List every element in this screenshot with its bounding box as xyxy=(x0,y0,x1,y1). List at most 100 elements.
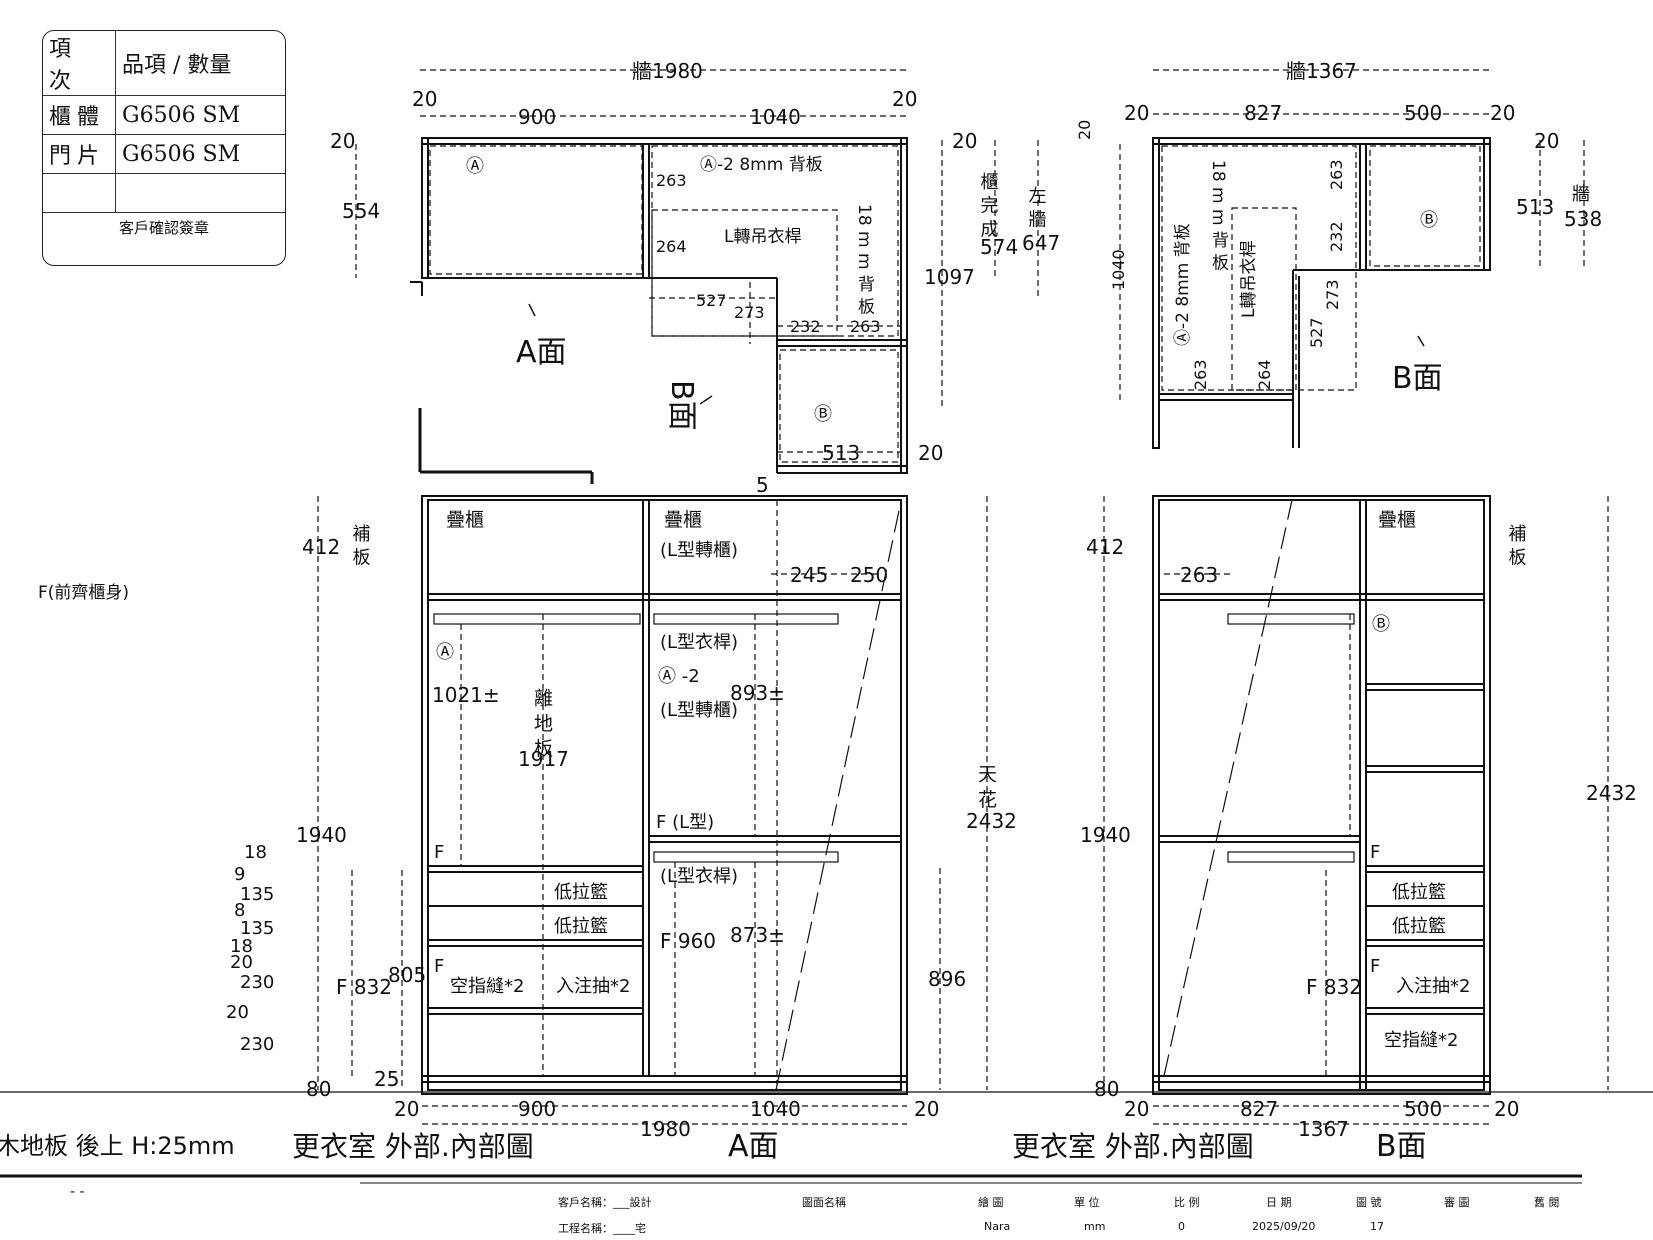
legend-confirm: 客戶確認簽章 xyxy=(118,219,209,237)
small-dim: 20 xyxy=(226,1002,249,1023)
plan-a-label-a: Ⓐ xyxy=(466,156,484,177)
plan-a-top-gap: 20 xyxy=(330,129,355,153)
elev-b-f832: F 832 xyxy=(1306,975,1362,999)
plan-b-d273: 273 xyxy=(1323,279,1342,310)
small-dim: 20 xyxy=(230,952,253,973)
plan-a-w900: 900 xyxy=(518,105,556,129)
plan-a-d5: 5 xyxy=(756,473,769,497)
small-dim: 9 xyxy=(234,864,245,885)
small-dim: 18 xyxy=(230,936,253,957)
elev-a-drawer-b: 入注抽*2 xyxy=(556,976,630,997)
plan-a-face-b: B面 xyxy=(664,380,699,431)
plan-b-wall: 牆1367 xyxy=(1286,59,1357,83)
legend-val xyxy=(115,173,285,213)
footer-unit-lbl: 單 位 xyxy=(1074,1196,1100,1209)
plan-a-leftwall-val: 647 xyxy=(1022,231,1060,255)
plan-b-face-b: B面 xyxy=(1392,361,1443,396)
elev-a-f832: F 832 xyxy=(336,975,392,999)
elev-a-d2432: 2432 xyxy=(966,809,1017,833)
plan-b-wall538: 538 xyxy=(1564,207,1602,231)
plan-a-d232: 232 xyxy=(790,317,821,336)
elev-a-d805: 805 xyxy=(388,963,426,987)
plan-b xyxy=(1119,69,1585,449)
legend-val: G6506 SM xyxy=(115,95,285,135)
elev-a-d80: 80 xyxy=(306,1077,331,1101)
footer-scale-val: 0 xyxy=(1178,1220,1185,1233)
elev-a-basket2: 低拉籃 xyxy=(554,916,608,937)
elev-a-h1940: 1940 xyxy=(296,823,347,847)
elevation-b xyxy=(1103,495,1609,1125)
small-dim: 8 xyxy=(234,900,245,921)
elev-a-face: A面 xyxy=(728,1129,779,1164)
plan-a-left-gap: 20 xyxy=(412,87,437,111)
elev-a-d1021: 1021± xyxy=(432,683,500,707)
legend-header-item: 項 次 xyxy=(43,31,116,96)
elev-b-b500: 500 xyxy=(1404,1097,1442,1121)
plan-a-panel: Ⓐ-2 8mm 背板 xyxy=(700,155,823,175)
elev-b-drawer: 入注抽*2 xyxy=(1396,976,1470,997)
plan-b-g20b: 20 xyxy=(1490,101,1515,125)
elev-b-h1940: 1940 xyxy=(1080,823,1131,847)
elev-a-small-dims: 18 9 135 8 135 18 20 230 20 230 xyxy=(226,842,274,1055)
mark-note: - - xyxy=(70,1184,85,1200)
elev-a-d1917: 1917 xyxy=(518,747,569,771)
plan-a-face-a: A面 xyxy=(516,335,567,370)
elev-b-d80: 80 xyxy=(1094,1077,1119,1101)
legend-key xyxy=(43,173,116,213)
plan-b-d263b: 263 xyxy=(1191,359,1210,390)
elev-a-b1040: 1040 xyxy=(750,1097,801,1121)
elev-a-basket1: 低拉籃 xyxy=(554,882,608,903)
small-dim: 135 xyxy=(240,918,274,939)
plan-b-r20: 20 xyxy=(1534,129,1559,153)
footer-drawer-val: Nara xyxy=(984,1220,1011,1233)
plan-a-d513: 513 xyxy=(822,441,860,465)
plan-a xyxy=(355,69,1039,484)
title-block: 客戶名稱：___設計 工程名稱：____宅 圖面名稱 繪 圖 Nara 單 位 … xyxy=(540,1186,1640,1240)
plan-b-label-b: Ⓑ xyxy=(1420,210,1438,231)
elev-b-d263: 263 xyxy=(1180,563,1218,587)
plan-b-top20: 20 xyxy=(1075,120,1094,140)
elev-b-title: 更衣室 外部.內部圖 xyxy=(1012,1130,1254,1163)
elev-a-d25: 25 xyxy=(374,1067,399,1091)
elev-a-d250: 250 xyxy=(850,563,888,587)
plan-b-wall-lbl: 牆 xyxy=(1572,184,1590,205)
elev-b-fold: 疊櫃 xyxy=(1378,509,1416,531)
legend-table: 項 次 品項 / 數量 櫃體 G6506 SM 門片 G6506 SM 客戶確認… xyxy=(42,30,286,266)
elev-a-d896: 896 xyxy=(928,967,966,991)
plan-a-wall: 牆1980 xyxy=(632,59,703,83)
elev-a-b20a: 20 xyxy=(394,1097,419,1121)
elev-a-floor: 離 地 板 xyxy=(531,688,553,757)
elev-a-title: 更衣室 外部.內部圖 xyxy=(292,1130,534,1163)
plan-b-back18: 18 m m 背 板 xyxy=(1208,160,1229,270)
legend-key: 櫃體 xyxy=(43,95,116,135)
footer-unit-val: mm xyxy=(1084,1220,1106,1233)
elev-a-f2: F xyxy=(434,956,444,977)
elev-b-b20a: 20 xyxy=(1124,1097,1149,1121)
plan-a-rod: L轉吊衣桿 xyxy=(724,227,801,247)
elev-a-rod2: (L型衣桿) xyxy=(660,866,738,887)
plan-a-d264: 264 xyxy=(656,237,687,256)
front-note: F(前齊櫃身) xyxy=(38,583,129,603)
elev-a-h412: 412 xyxy=(302,535,340,559)
legend-header-qty: 品項 / 數量 xyxy=(115,31,285,96)
elev-a-d245: 245 xyxy=(790,563,828,587)
elev-a-filler: 補 板 xyxy=(350,524,371,566)
footer-date-lbl: 日 期 xyxy=(1266,1196,1292,1209)
legend-key: 門片 xyxy=(43,134,116,174)
plan-a-d263: 263 xyxy=(656,171,687,190)
plan-b-rod: L轉吊衣桿 xyxy=(1239,241,1259,318)
elev-b-b827: 827 xyxy=(1240,1097,1278,1121)
footer-drawing: 圖面名稱 xyxy=(802,1196,846,1209)
plan-b-w827: 827 xyxy=(1244,101,1282,125)
plan-b-d232: 232 xyxy=(1327,221,1346,252)
elev-a-f960: F 960 xyxy=(660,929,716,953)
plan-a-d20b: 20 xyxy=(918,441,943,465)
legend-val: G6506 SM xyxy=(115,134,285,174)
elev-a-b900: 900 xyxy=(518,1097,556,1121)
footer-drawer-lbl: 繪 圖 xyxy=(978,1196,1004,1209)
elev-b-d2432: 2432 xyxy=(1586,781,1637,805)
elev-a-f-l: F (L型) xyxy=(656,812,714,833)
plan-b-d513: 513 xyxy=(1516,195,1554,219)
elev-a-drawer-a: 空指縫*2 xyxy=(450,976,524,997)
